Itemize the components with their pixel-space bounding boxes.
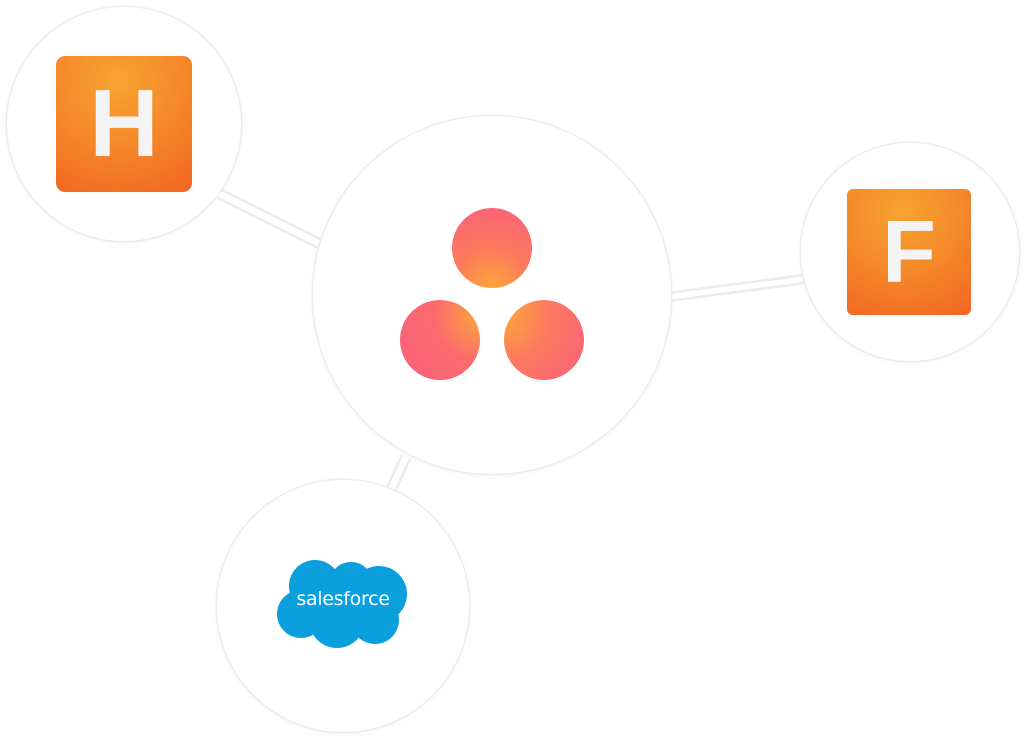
salesforce-wordmark: salesforce [296, 588, 390, 610]
connector-asana-formstack [667, 273, 805, 295]
asana-dot-left [400, 300, 480, 380]
salesforce-node[interactable]: salesforce [217, 480, 469, 732]
formstack-logo: F [847, 189, 971, 315]
harvest-logo: H [56, 56, 192, 192]
asana-node[interactable] [313, 116, 671, 474]
connector-harvest-asana [221, 188, 323, 242]
connector-asana-salesforce [384, 454, 404, 491]
salesforce-cloud-icon [277, 560, 407, 648]
salesforce-logo: salesforce [275, 558, 411, 654]
asana-dot-top [452, 208, 532, 288]
formstack-node[interactable]: F [801, 143, 1019, 361]
harvest-node[interactable]: H [7, 7, 241, 241]
asana-dot-right [504, 300, 584, 380]
